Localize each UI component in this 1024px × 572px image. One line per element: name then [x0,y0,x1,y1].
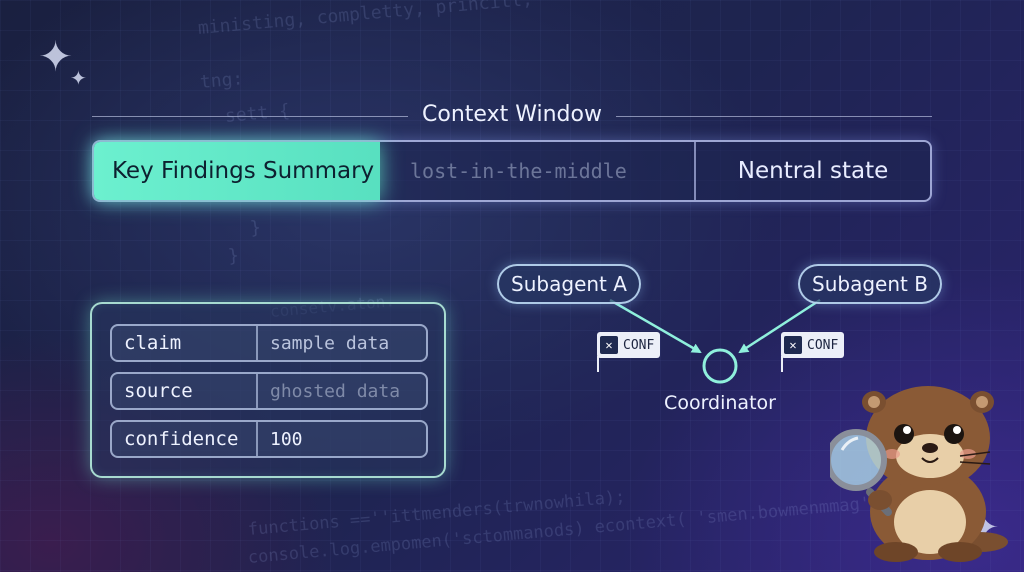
subagent-b-node: Subagent B [798,264,942,304]
code-line: } [227,245,240,267]
context-window-header: Context Window [92,100,932,132]
sparkle-icon: ✦ [70,66,87,90]
segment-key-findings: Key Findings Summary [94,142,380,200]
record-value: ghosted data [270,380,401,402]
code-line: functions ==''ittmenders(trwnowhila); [247,487,627,540]
code-line: console.log.empomen('sctommanods) econte… [247,491,892,568]
conf-tag-stem [781,356,783,372]
record-row-claim: claim sample data [110,324,428,362]
conf-tag-a: ✕ CONF [597,332,661,358]
subagent-a-node: Subagent A [497,264,641,304]
header-rule-right [616,116,932,117]
conf-label: CONF [623,337,655,353]
conf-label: CONF [807,337,839,353]
record-card: claim sample data source ghosted data co… [90,302,446,478]
code-line: tng: [199,68,245,93]
record-key: source [112,374,258,408]
coordinator-node [702,348,738,384]
segment-lost-in-the-middle: lost-in-the-middle [380,142,696,200]
code-line: ministing, completty, princitl; [197,0,534,39]
record-row-source: source ghosted data [110,372,428,410]
segment-state: Nentral state [737,158,889,184]
coordinator-label: Coordinator [664,392,776,414]
record-value: 100 [270,428,303,450]
context-window-title: Context Window [422,102,602,127]
conflict-icon: ✕ [784,336,802,354]
otter-with-magnifier-icon [830,386,1008,562]
record-key: claim [112,326,258,360]
conf-tag-b: ✕ CONF [781,332,845,358]
conflict-icon: ✕ [600,336,618,354]
conf-tag-stem [597,356,599,372]
header-rule-left [92,116,408,117]
code-line: } [249,217,262,239]
context-window-bar: Key Findings Summary lost-in-the-middle … [92,140,932,202]
sparkle-icon: ✦ [38,32,74,81]
record-value: sample data [270,332,390,354]
record-row-confidence: confidence 100 [110,420,428,458]
record-key: confidence [112,422,258,456]
